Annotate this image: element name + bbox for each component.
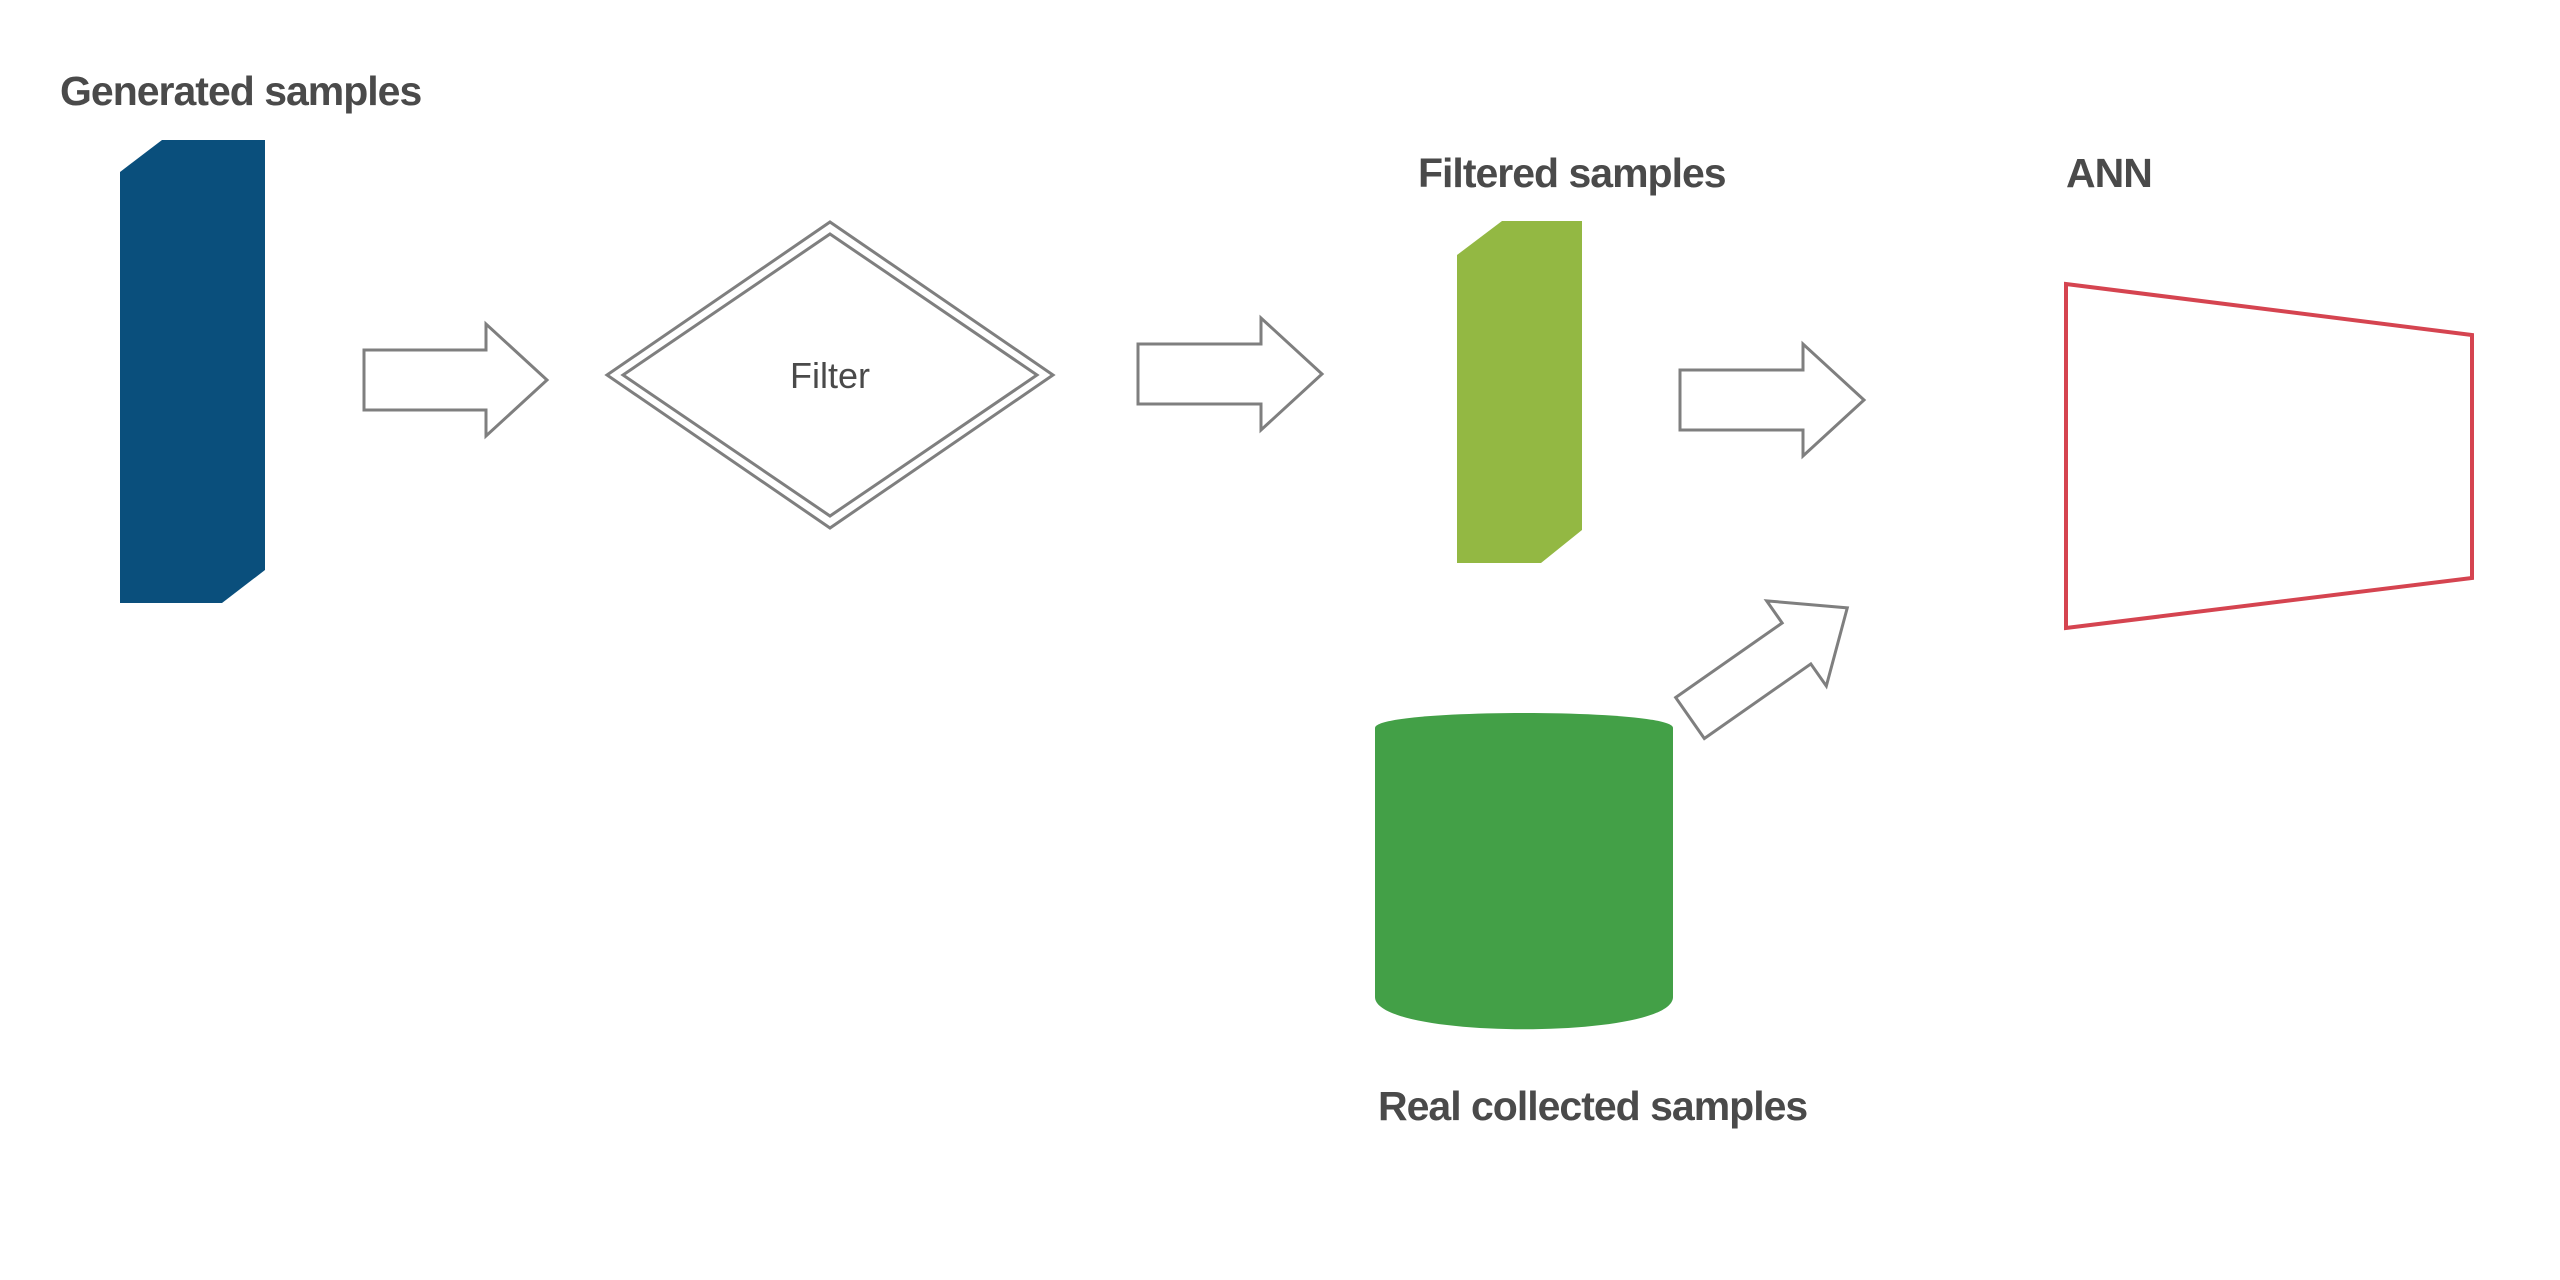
arrow-real-to-ann: [1673, 599, 1850, 741]
generated-samples-label: Generated samples: [60, 68, 421, 114]
filter-label: Filter: [790, 355, 870, 396]
real-collected-samples-label: Real collected samples: [1378, 1083, 1807, 1129]
filtered-samples-block: [1457, 221, 1582, 563]
filter-node: Filter: [604, 220, 1056, 530]
filtered-samples-label: Filtered samples: [1418, 150, 1726, 196]
ann-label: ANN: [2066, 150, 2152, 196]
arrow-to-filter: [362, 320, 550, 440]
filter-diamond-inner: [620, 232, 1040, 518]
arrow-to-ann: [1678, 340, 1867, 460]
generated-samples-block: [120, 140, 265, 603]
real-collected-samples-cylinder: [1375, 713, 1673, 1030]
arrow-to-filtered-samples: [1136, 314, 1325, 434]
filter-diamond-outer: [604, 220, 1056, 530]
ann-trapezoid: [2064, 281, 2474, 631]
